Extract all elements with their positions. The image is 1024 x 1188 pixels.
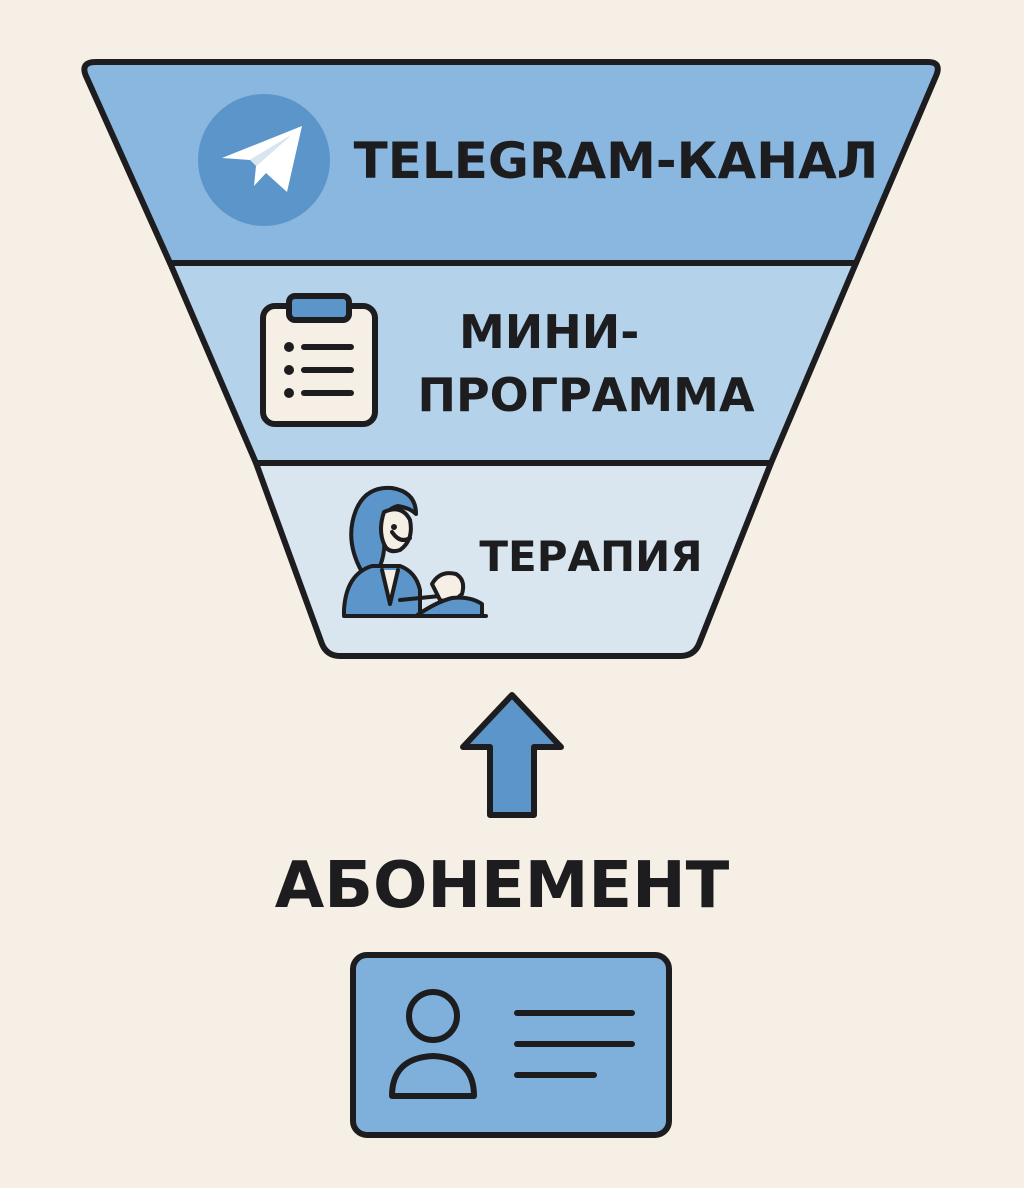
funnel-tier-mini-program: МИНИ- ПРОГРАММА: [167, 260, 859, 466]
id-card-icon: [350, 952, 672, 1138]
tier-therapy-label: ТЕРАПИЯ: [479, 532, 702, 581]
tier-mini-program-label-line2: ПРОГРАММА: [417, 368, 754, 422]
arrow-up-icon: [460, 692, 564, 818]
tier-telegram-label: TELEGRAM-КАНАЛ: [354, 132, 879, 190]
tier-mini-program-label-line1: МИНИ-: [459, 305, 639, 359]
clipboard-clip: [286, 293, 352, 323]
telegram-icon: [198, 94, 330, 226]
funnel-tier-telegram: TELEGRAM-КАНАЛ: [81, 59, 941, 266]
id-card-person-head: [406, 989, 460, 1043]
funnel: TELEGRAM-КАНАЛ МИНИ- ПРОГРАММА: [81, 59, 941, 659]
id-card-person-body: [389, 1053, 477, 1099]
subscription-label: АБОНЕМЕНТ: [275, 849, 730, 923]
clipboard-checklist-icon: [260, 293, 378, 427]
id-card-body: [350, 952, 672, 1138]
funnel-tier-therapy: ТЕРАПИЯ: [253, 460, 774, 659]
therapist-with-client-icon: [342, 485, 488, 618]
